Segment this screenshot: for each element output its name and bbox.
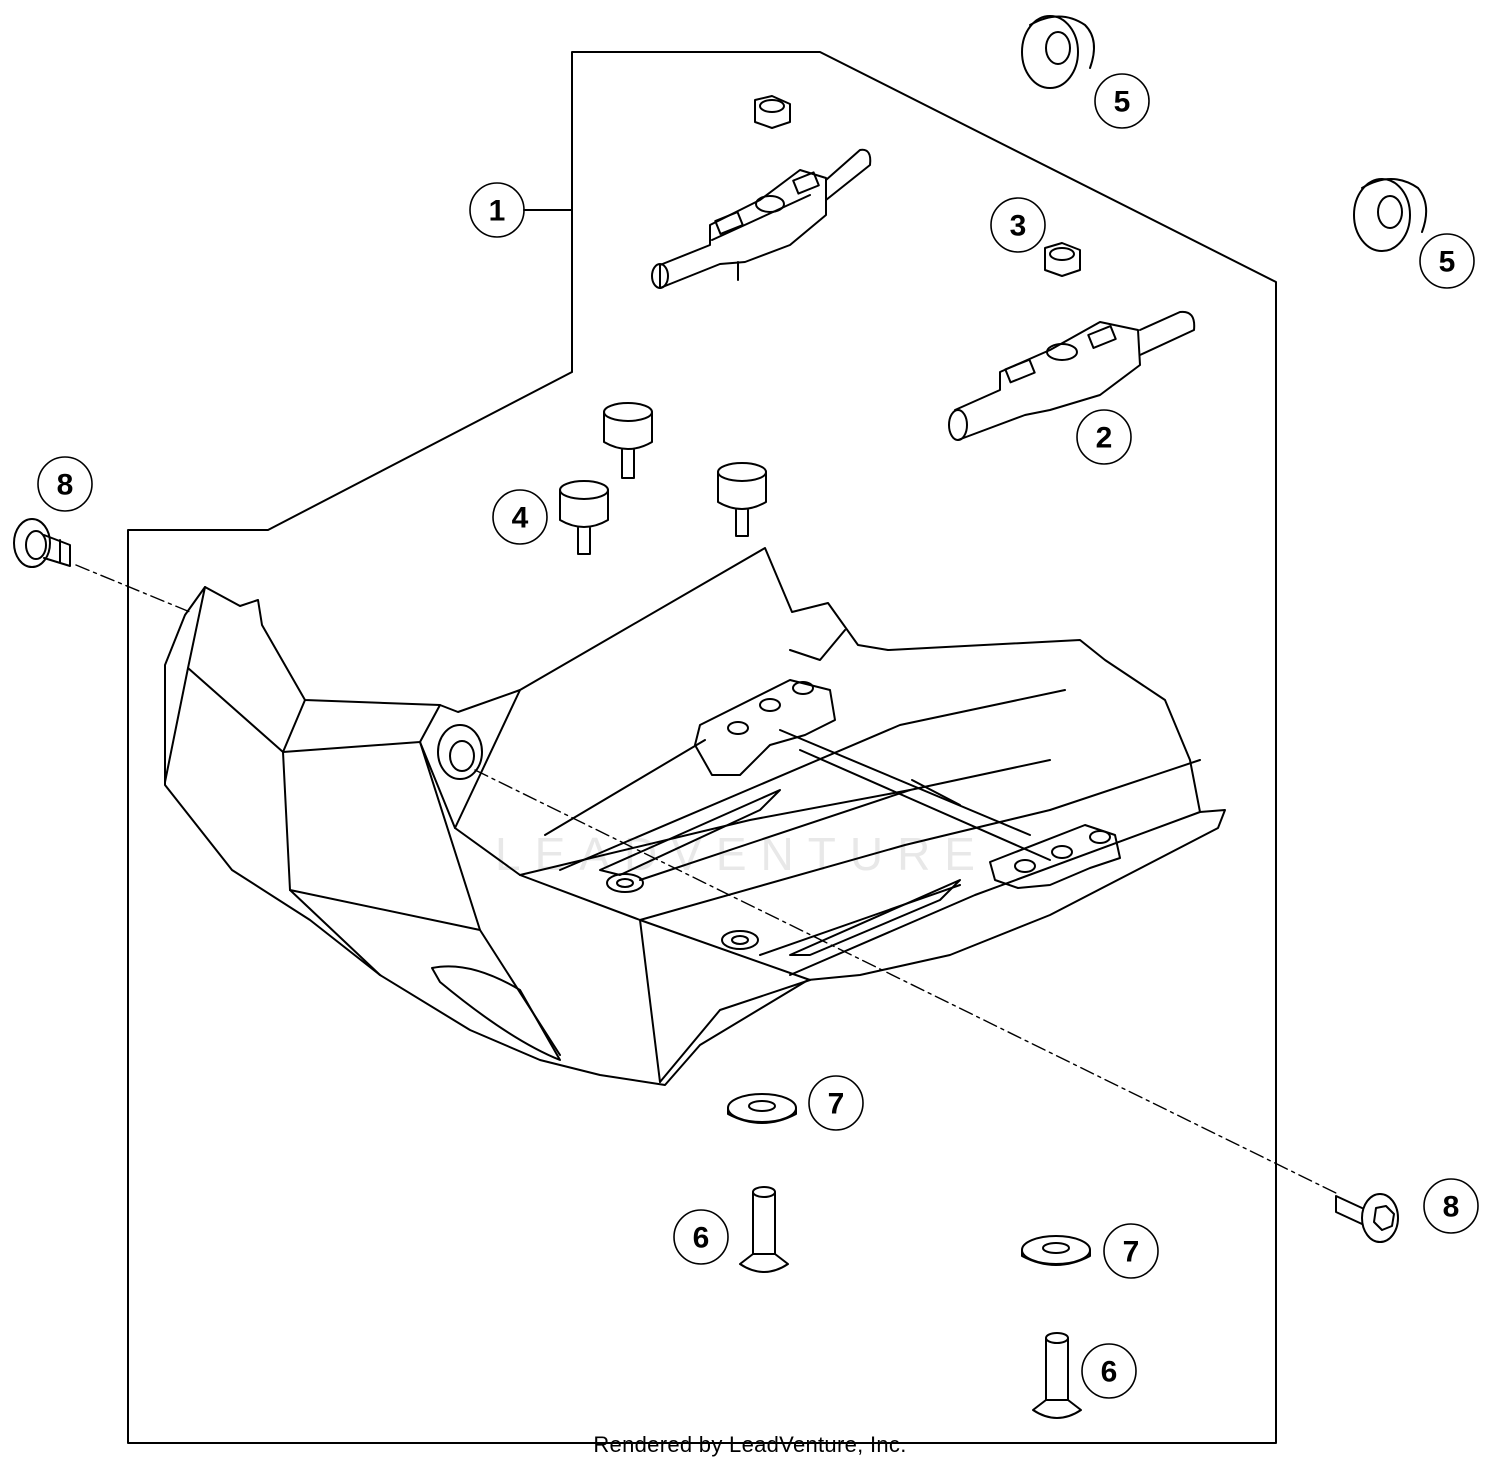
callout-4 bbox=[492, 489, 548, 545]
callout-7-top bbox=[808, 1075, 864, 1131]
screw-6-b bbox=[1032, 1332, 1082, 1419]
callout-8-left bbox=[37, 456, 93, 512]
callout-5-top-label: 5 bbox=[1114, 86, 1131, 119]
callout-6-left bbox=[673, 1209, 729, 1265]
watermark-text: LEADVENTURE bbox=[495, 828, 989, 880]
callout-8-left-label: 8 bbox=[57, 469, 74, 502]
callout-6-right bbox=[1081, 1343, 1137, 1399]
callout-1 bbox=[469, 182, 525, 238]
spacer-4-a bbox=[603, 402, 653, 479]
callout-8-right-label: 8 bbox=[1443, 1191, 1460, 1224]
callout-2-label: 2 bbox=[1096, 422, 1113, 455]
assembly-line-left bbox=[75, 564, 191, 613]
spacer-4-c bbox=[717, 462, 767, 537]
screw-6-a bbox=[739, 1186, 789, 1273]
callout-6-left-label: 6 bbox=[693, 1222, 710, 1255]
mounting-bracket-2 bbox=[948, 310, 1196, 441]
nut-upper bbox=[754, 95, 791, 129]
callout-7-top-label: 7 bbox=[828, 1088, 845, 1121]
callout-5-right bbox=[1419, 233, 1475, 289]
footer-credit: Rendered by LeadVenture, Inc. bbox=[593, 1432, 907, 1457]
bushing-5-top bbox=[1021, 15, 1095, 89]
callout-6-right-label: 6 bbox=[1101, 1356, 1118, 1389]
callout-7-bottom bbox=[1103, 1223, 1159, 1279]
callout-4-label: 4 bbox=[512, 502, 529, 535]
spacer-4-b bbox=[559, 480, 609, 555]
mounting-bracket-upper bbox=[651, 148, 872, 289]
bolt-8-right bbox=[1335, 1193, 1399, 1243]
callout-1-label: 1 bbox=[489, 195, 506, 228]
callout-5-top bbox=[1094, 73, 1150, 129]
washer-7-b bbox=[1021, 1235, 1091, 1266]
callout-7-bottom-label: 7 bbox=[1123, 1236, 1140, 1269]
callout-2 bbox=[1076, 409, 1132, 465]
washer-7-a bbox=[727, 1093, 797, 1124]
callout-3 bbox=[990, 197, 1046, 253]
skid-plate bbox=[164, 547, 1226, 1086]
nut-3 bbox=[1044, 242, 1081, 277]
bolt-8-left bbox=[13, 518, 71, 568]
callout-5-right-label: 5 bbox=[1439, 246, 1456, 279]
callout-8-right bbox=[1423, 1178, 1479, 1234]
assembly-frame bbox=[127, 51, 1277, 1444]
assembly-line-diagonal bbox=[474, 769, 1341, 1196]
bushing-5-right bbox=[1353, 178, 1428, 252]
callout-3-label: 3 bbox=[1010, 210, 1027, 243]
